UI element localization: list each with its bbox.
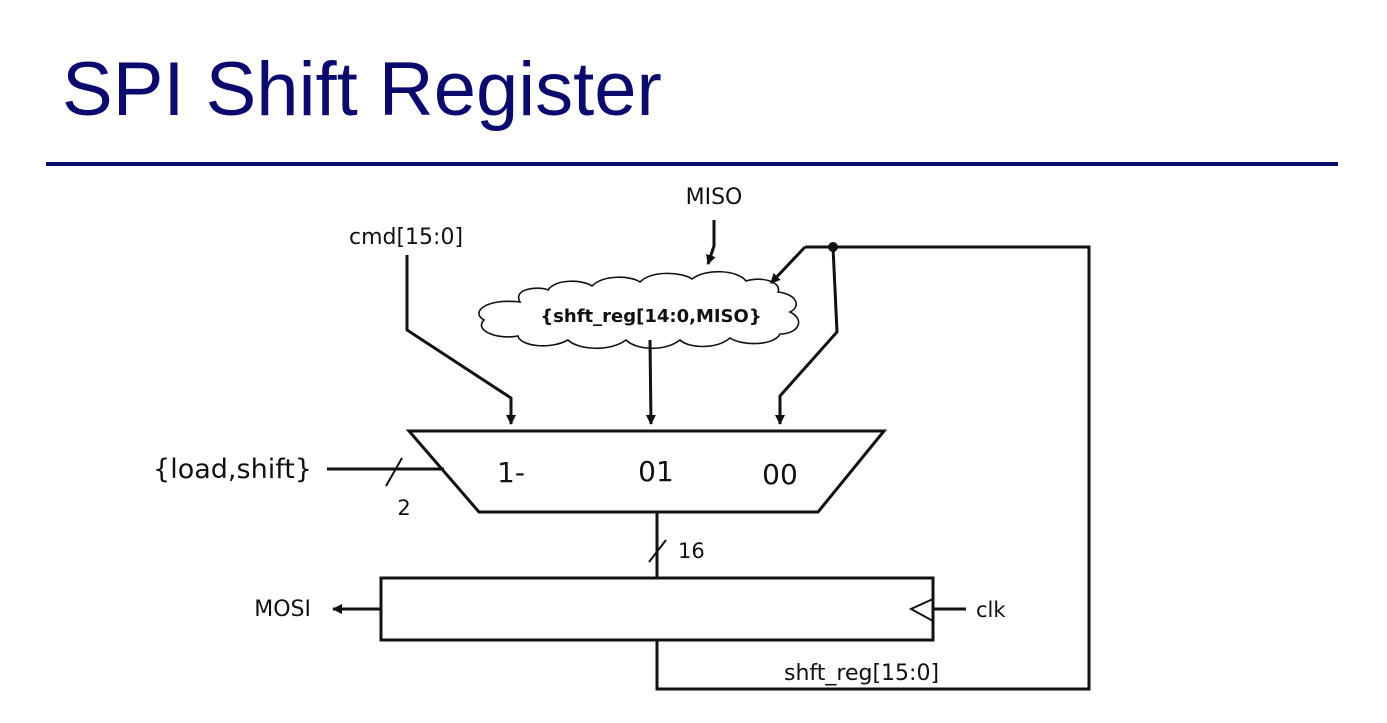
select-bus-width-slash <box>385 457 403 487</box>
clock-triangle <box>908 598 934 622</box>
mux-input-code: 00 <box>762 458 798 491</box>
title-divider <box>46 162 1338 166</box>
select-label: {load,shift} <box>153 454 312 485</box>
select-width-label: 2 <box>397 496 410 520</box>
mux-output-width-slash <box>648 539 667 563</box>
miso-label: MISO <box>686 185 743 210</box>
feedback-to-mux-wire <box>775 246 839 425</box>
shift-register <box>379 576 935 642</box>
mosi-label: MOSI <box>254 597 311 622</box>
feedback-junction-dot <box>828 242 838 252</box>
mux-output-width-label: 16 <box>678 539 705 563</box>
mux-input-code: 1- <box>497 456 525 489</box>
concat-to-mux-wire <box>645 339 656 425</box>
concat-cloud <box>478 270 800 350</box>
slide-title: SPI Shift Register <box>62 47 662 132</box>
clk-label: clk <box>976 598 1006 622</box>
mux-input-code: 01 <box>638 455 674 488</box>
concat-expression-label: {shft_reg[14:0,MISO} <box>540 306 761 327</box>
miso-wire <box>706 220 716 265</box>
feedback-wire <box>655 245 1091 691</box>
cmd-wire <box>405 255 516 425</box>
feedback-to-concat-wire <box>769 245 807 285</box>
feedback-label: shft_reg[15:0] <box>784 661 939 686</box>
mux <box>405 429 888 514</box>
cmd-label: cmd[15:0] <box>349 225 463 250</box>
